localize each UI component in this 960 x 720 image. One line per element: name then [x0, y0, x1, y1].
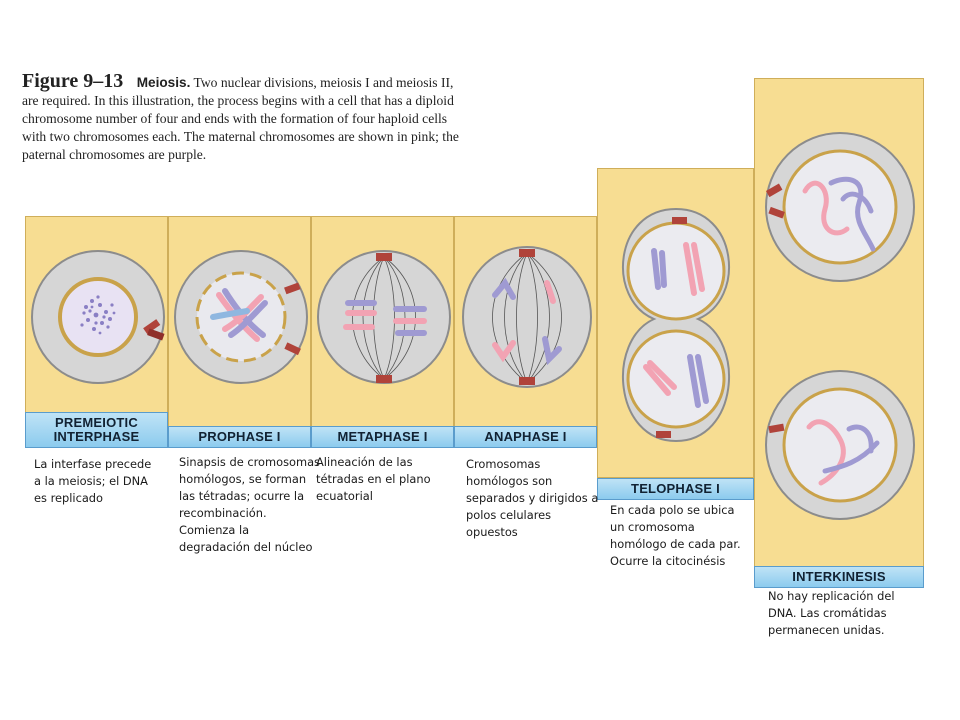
label-anaphase-i: ANAPHASE I	[454, 426, 597, 448]
label-interkinesis: INTERKINESIS	[754, 566, 924, 588]
centrosome-icon	[765, 183, 785, 434]
panel-prophase-i	[168, 216, 311, 448]
centrosome-icon	[519, 249, 535, 385]
figure-caption-text: Two nuclear divisions, meiosis I and mei…	[22, 75, 459, 162]
label-premeiotic-interphase: PREMEIOTIC INTERPHASE	[25, 412, 168, 448]
interkinesis-cells	[765, 132, 915, 520]
centrosome-icon	[376, 253, 392, 383]
metaphase-i-cell	[317, 250, 451, 384]
label-metaphase-i: METAPHASE I	[311, 426, 454, 448]
figure-label: Figure 9–13	[22, 70, 124, 92]
description-anaphase-i: Cromosomas homólogos son separados y dir…	[466, 457, 599, 539]
centrosome-icon	[656, 217, 687, 438]
panel-telophase-i	[597, 168, 754, 478]
prophase-i-cell	[174, 250, 308, 384]
description-interkinesis: No hay replicación del DNA. Las cromátid…	[768, 589, 895, 637]
panel-metaphase-i	[311, 216, 454, 448]
description-prophase-i: Sinapsis de cromosomas homólogos, se for…	[179, 455, 320, 554]
description-metaphase-i: Alineación de las tétradas en el plano e…	[316, 455, 431, 503]
centrosome-icon	[284, 282, 301, 356]
anaphase-i-cell	[462, 246, 592, 388]
description-premeiotic-interphase: La interfase precede a la meiosis; el DN…	[34, 457, 152, 505]
label-prophase-i: PROPHASE I	[168, 426, 311, 448]
panel-premeiotic-interphase	[25, 216, 168, 448]
panel-anaphase-i	[454, 216, 597, 448]
premeiotic-interphase-cell	[31, 250, 165, 384]
figure-title: Meiosis.	[136, 75, 191, 90]
centrosome-icon	[143, 319, 165, 341]
figure-caption: Figure 9–13 Meiosis. Two nuclear divisio…	[22, 70, 462, 164]
description-telophase-i: En cada polo se ubica un cromosoma homól…	[610, 503, 741, 568]
label-telophase-i: TELOPHASE I	[597, 478, 754, 500]
panel-interkinesis	[754, 78, 924, 588]
telophase-i-cell	[622, 207, 730, 443]
